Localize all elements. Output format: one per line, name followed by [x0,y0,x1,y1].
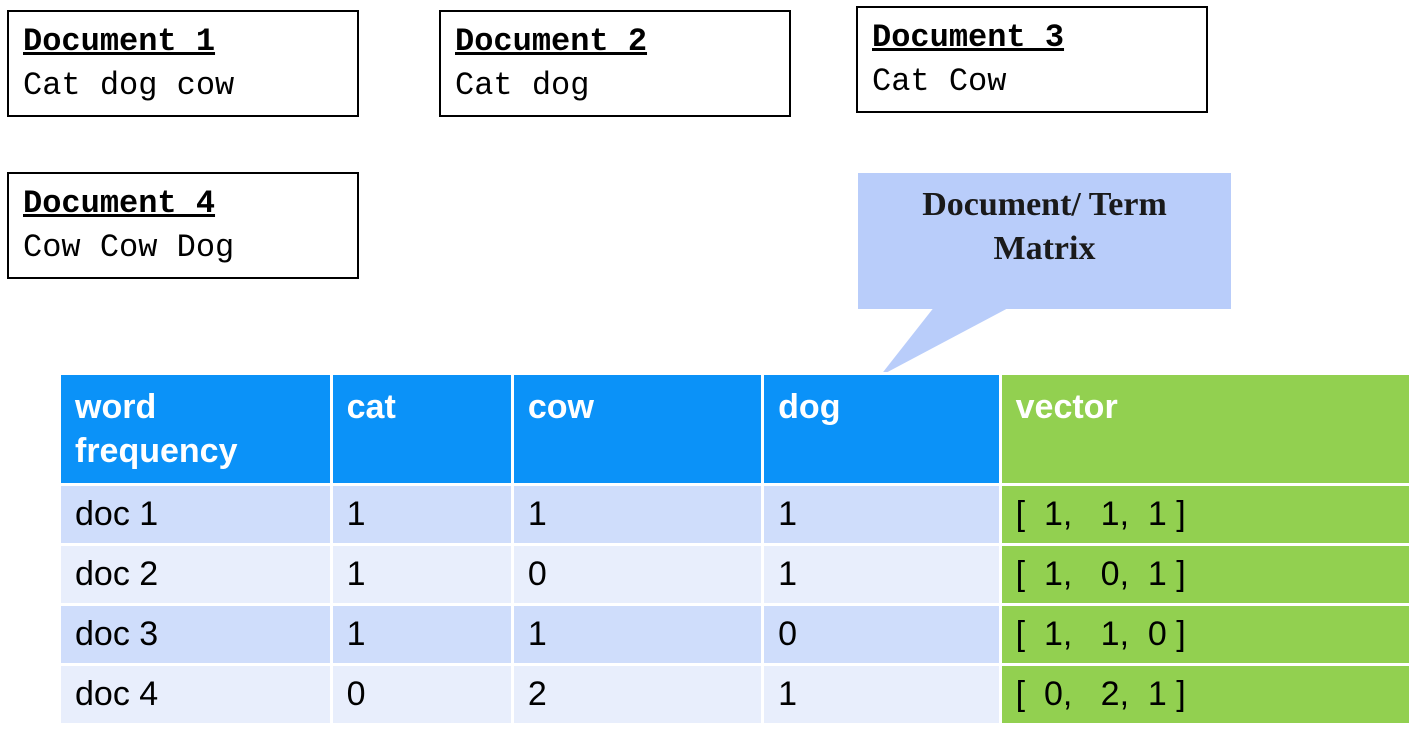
cell-doc: doc 1 [58,483,333,546]
header-cat: cat [329,372,514,486]
document-title: Document 3 [872,19,1065,56]
cell-cow: 1 [510,603,765,666]
document-2-box: Document 2 Cat dog [439,10,791,117]
table-header-row: word frequency cat cow dog vector [58,372,1412,486]
table-row: doc 4 0 2 1 [ 0, 2, 1 ] [58,663,1412,726]
document-term-matrix-callout: Document/ Term Matrix [858,173,1231,309]
table-row: doc 1 1 1 1 [ 1, 1, 1 ] [58,483,1412,546]
cell-vector: [ 1, 0, 1 ] [998,543,1412,606]
cell-cat: 1 [329,543,514,606]
cell-dog: 1 [761,663,1002,726]
table-row: doc 2 1 0 1 [ 1, 0, 1 ] [58,543,1412,606]
document-4-box: Document 4 Cow Cow Dog [7,172,359,279]
cell-cat: 1 [329,603,514,666]
cell-cat: 0 [329,663,514,726]
document-3-box: Document 3 Cat Cow [856,6,1208,113]
cell-cow: 2 [510,663,765,726]
table-row: doc 3 1 1 0 [ 1, 1, 0 ] [58,603,1412,666]
header-dog: dog [761,372,1002,486]
document-title: Document 4 [23,185,216,222]
cell-dog: 1 [761,543,1002,606]
header-word-frequency: word frequency [58,372,333,486]
header-word-frequency-line-2: frequency [75,432,238,470]
document-1-box: Document 1 Cat dog cow [7,10,359,117]
document-title: Document 1 [23,23,216,60]
cell-vector: [ 1, 1, 1 ] [998,483,1412,546]
document-text: Cow Cow Dog [23,229,235,266]
callout-line-1: Document/ Term [922,186,1167,223]
header-cow: cow [510,372,765,486]
cell-dog: 1 [761,483,1002,546]
header-word-frequency-line-1: word [75,388,157,426]
document-title: Document 2 [455,23,648,60]
cell-cow: 1 [510,483,765,546]
header-vector: vector [998,372,1412,486]
document-text: Cat dog [455,67,590,104]
cell-dog: 0 [761,603,1002,666]
document-term-matrix-table: word frequency cat cow dog vector doc 1 … [58,372,1412,726]
cell-doc: doc 2 [58,543,333,606]
cell-doc: doc 3 [58,603,333,666]
document-text: Cat Cow [872,63,1007,100]
cell-vector: [ 0, 2, 1 ] [998,663,1412,726]
callout-line-2: Matrix [993,230,1096,267]
document-text: Cat dog cow [23,67,235,104]
cell-vector: [ 1, 1, 0 ] [998,603,1412,666]
cell-cat: 1 [329,483,514,546]
cell-cow: 0 [510,543,765,606]
cell-doc: doc 4 [58,663,333,726]
